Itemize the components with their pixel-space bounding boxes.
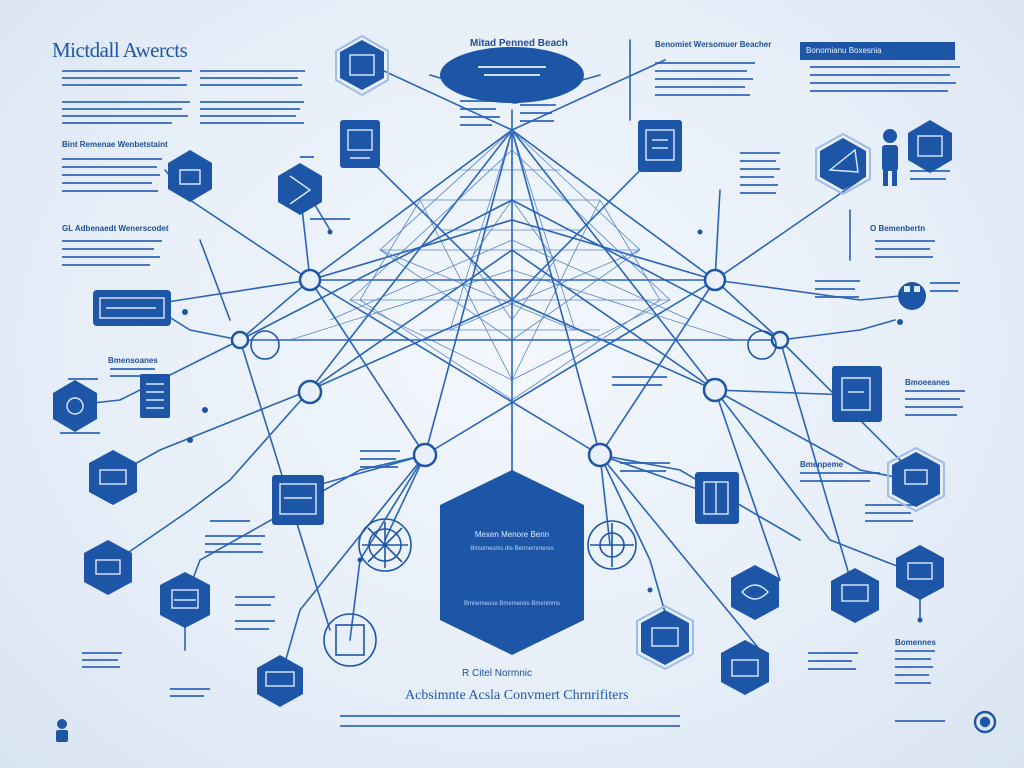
section-heading: GL Adbenaedt Wenerscodet xyxy=(62,224,169,233)
small-joint-dots xyxy=(182,229,923,623)
section-heading: Bint Remenae Wenbetstaint xyxy=(62,140,168,149)
section-heading: Bomennes xyxy=(895,638,936,647)
section-heading: O Bemenbertn xyxy=(870,224,926,233)
person-figure xyxy=(882,129,898,186)
robot-figure xyxy=(898,282,926,310)
hexagon-outlines xyxy=(335,34,945,671)
section-heading: Bmensoanes xyxy=(108,356,158,365)
section-heading: Bmoeeanes xyxy=(905,378,950,387)
left-text-blocks xyxy=(60,70,305,697)
gear-nodes xyxy=(250,86,777,667)
bottom-title: Acbsimnte Acsla Convmert Chrnrifiters xyxy=(405,688,629,703)
bottom-small-label: R Citel Normnic xyxy=(462,668,533,679)
mesh-web xyxy=(289,129,736,401)
corner-logo-right xyxy=(973,710,997,734)
right-text-blocks xyxy=(655,62,965,722)
central-box-subtitle: Bimomesms dle Bennemmeres xyxy=(470,546,554,552)
central-box-title: Mexen Menore Benn xyxy=(474,530,550,539)
right-header-label: Benomiet Wersomuer Beacher xyxy=(655,40,772,49)
top-ellipse-text xyxy=(478,66,546,76)
corner-logo-left xyxy=(56,719,68,742)
page-title: Mictdall Awercts xyxy=(52,38,188,62)
center-text-blocks xyxy=(205,100,680,727)
central-box-footer: Bmnemeuse Bmemenes Bmenmms xyxy=(463,601,561,607)
hub-nodes xyxy=(230,88,790,468)
node-icon-glyphs xyxy=(66,54,943,687)
right-header-bar: Bonomianu Boxesnia xyxy=(800,42,955,60)
central-hexagon xyxy=(440,470,584,655)
section-heading: Bmenpeme xyxy=(800,460,844,469)
top-label: Mitad Penned Beach xyxy=(470,38,568,49)
